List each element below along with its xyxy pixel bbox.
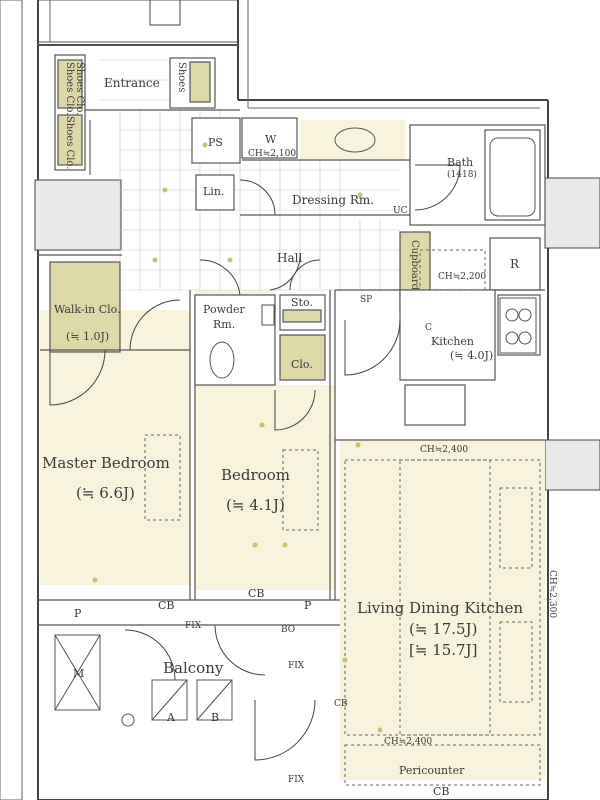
cb-label-1: CB (158, 599, 175, 612)
fix-label-3: FIX (288, 775, 305, 785)
powder-rm-label: Rm. (213, 318, 236, 331)
ps-label: PS (208, 136, 223, 149)
ch-2200-label: CH≒2,200 (438, 272, 487, 282)
sto-label: Sto. (291, 296, 313, 309)
interior-walls (38, 44, 546, 626)
bedroom-size-label: (≒ 4.1J) (226, 496, 285, 514)
shoes-clo-label-1: Shoes Clo. (64, 62, 75, 116)
ch-2400-top-label: CH≒2,400 (420, 445, 469, 455)
a-label: A (167, 711, 175, 724)
master-bedroom-label: Master Bedroom (42, 454, 170, 472)
shoes-clo-label-3: Shoes Clo. (74, 62, 85, 116)
ldk-size-2-label: [≒ 15.7J] (409, 641, 478, 659)
balcony-label: Balcony (163, 659, 224, 677)
cb-bottom-label: CB (433, 785, 450, 798)
p-label-2: P (304, 599, 312, 612)
m-label: M (73, 667, 85, 680)
entrance-label: Entrance (104, 76, 160, 90)
b-label: B (211, 711, 220, 724)
uc-label: UC (393, 206, 408, 216)
lin-label: Lin. (203, 185, 225, 198)
bo-label: BO (281, 625, 296, 635)
cb-label-3: CB (334, 699, 348, 709)
ldk-size-1-label: (≒ 17.5J) (409, 620, 478, 638)
sp-label: SP (360, 295, 373, 305)
w-label: W (265, 133, 277, 146)
dressing-label: Dressing Rm. (292, 193, 375, 207)
cb-label-2: CB (248, 587, 265, 600)
pericounter-label: Pericounter (399, 764, 465, 777)
bath-size-label: (1418) (447, 170, 477, 180)
cupboard-label: Cupboard (409, 240, 420, 291)
fix-label-1: FIX (185, 621, 202, 631)
kitchen-label: Kitchen (431, 335, 474, 348)
floor-highlights (40, 120, 545, 780)
dashed-zones (144, 249, 541, 786)
bedroom-label: Bedroom (221, 466, 290, 484)
shoes-clo-label-4: Shoes (176, 62, 187, 93)
shoes-clo-label-2: Shoes Clo. (64, 116, 75, 170)
fixtures (54, 127, 537, 727)
bath-label: Bath (447, 156, 474, 169)
powder-label: Powder (203, 303, 245, 316)
ldk-label: Living Dining Kitchen (357, 599, 524, 617)
ch-2100-label: CH≒2,100 (248, 149, 297, 159)
p-label-1: P (74, 607, 82, 620)
hall-label: Hall (277, 251, 303, 265)
r-label: R (510, 257, 520, 271)
c-label: C (425, 323, 432, 333)
doors (49, 120, 461, 761)
ch-2300-label: CH≒2,300 (546, 570, 557, 619)
walkin-size-label: (≒ 1.0J) (66, 330, 110, 343)
clo-label: Clo. (291, 358, 313, 371)
master-size-label: (≒ 6.6J) (76, 484, 135, 502)
kitchen-size-label: (≒ 4.0J) (450, 349, 494, 362)
walkin-label: Walk-in Clo. (54, 303, 121, 316)
ch-2400-bottom-label: CH≒2,400 (384, 737, 433, 747)
fix-label-2: FIX (288, 661, 305, 671)
light-fixtures (92, 142, 383, 733)
